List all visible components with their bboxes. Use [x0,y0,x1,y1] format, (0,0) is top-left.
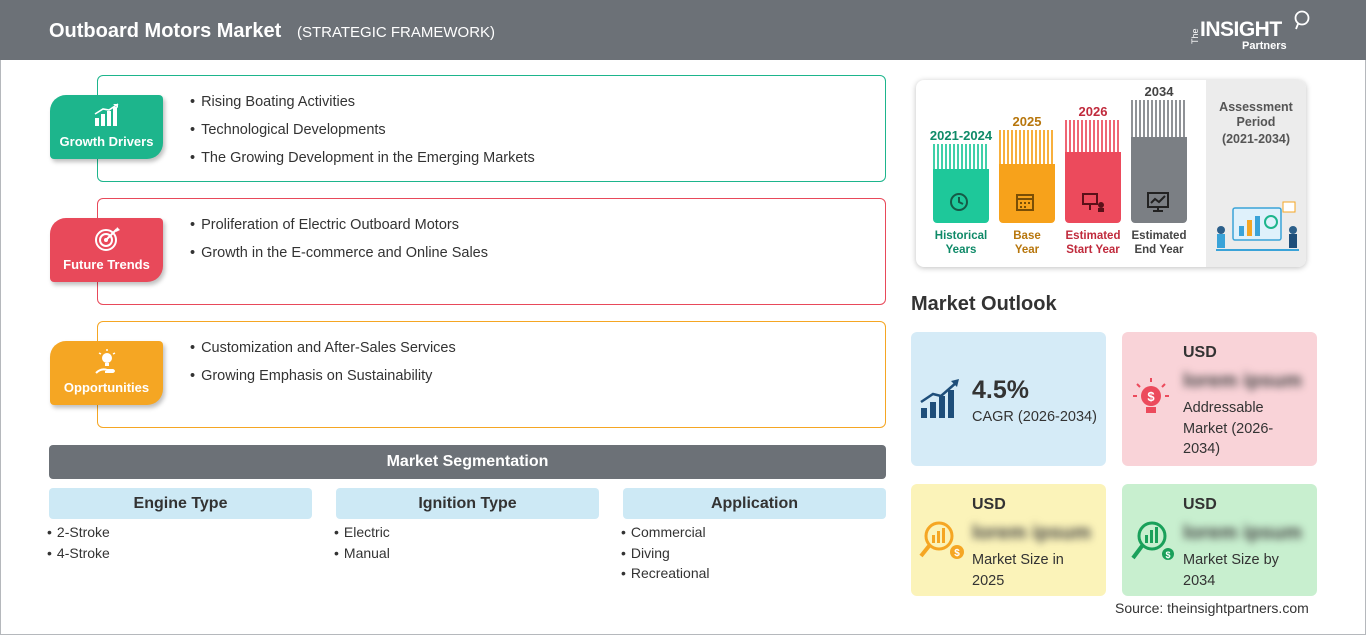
addressable-currency: USD [1183,344,1217,361]
magnifier-dollar-icon: $ [1131,521,1174,560]
timeline-bar [933,169,989,223]
segment-list-ignition-type: Electric Manual [334,524,390,565]
opportunities-card: Customization and After-Sales Services G… [97,321,886,428]
future-trends-label: Future Trends [63,257,150,272]
list-item: Diving [621,545,710,566]
history-icon [948,191,970,218]
segment-heading-application: Application [623,488,886,519]
timeline-bar-stripes [933,144,989,169]
cagr-label: CAGR (2026-2034) [972,409,1097,425]
growth-drivers-label: Growth Drivers [59,134,154,149]
list-item: Proliferation of Electric Outboard Motor… [190,217,488,245]
segment-heading-engine-type: Engine Type [49,488,312,519]
list-item: 2-Stroke [47,524,110,545]
target-icon [95,227,120,251]
svg-text:$: $ [1165,550,1170,560]
timeline-bar [999,164,1055,223]
size-2034-currency: USD [1183,496,1217,513]
timeline-year: 2034 [1144,84,1174,99]
calendar-icon [1014,191,1036,218]
page-title: Outboard Motors Market [49,20,282,42]
list-item: Technological Developments [190,122,535,150]
list-item: Manual [334,545,390,566]
cagr-value: 4.5% [972,376,1029,404]
lightbulb-hand-icon [95,349,116,374]
list-item: The Growing Development in the Emerging … [190,150,535,178]
size-2025-value: lorem ipsum [972,522,1091,544]
growth-drivers-list: Rising Boating Activities Technological … [190,94,535,178]
opportunities-tab: Opportunities [50,341,163,405]
monitor-chart-icon [1146,191,1170,218]
opportunities-label: Opportunities [63,380,150,395]
size-2034-value: lorem ipsum [1183,522,1302,544]
insight-partners-logo[interactable]: The INSIGHT Partners [1190,10,1320,54]
timeline-bar-stripes [1131,100,1187,137]
cagr-card: 4.5% CAGR (2026-2034) [911,332,1106,466]
logo-suffix: Partners [1242,40,1287,52]
list-item: Electric [334,524,390,545]
list-item: Commercial [621,524,710,545]
logo-name: INSIGHT [1200,18,1282,41]
svg-text:$: $ [1147,389,1155,404]
timeline-year: 2021-2024 [929,128,993,143]
analytics-people-icon [1216,201,1299,251]
list-item: Growing Emphasis on Sustainability [190,368,456,396]
timeline-year: 2025 [1012,114,1042,129]
future-trends-card: Proliferation of Electric Outboard Motor… [97,198,886,305]
segment-list-application: Commercial Diving Recreational [621,524,710,586]
dollar-bulb-icon: $ [1133,378,1169,413]
timeline-bar-stripes [1065,120,1121,152]
bar-growth-icon [94,103,119,126]
logo-prefix: The [1190,28,1200,44]
segment-list-engine-type: 2-Stroke 4-Stroke [47,524,110,565]
timeline-bar-stripes [999,130,1055,164]
logo-bulb-icon [1294,10,1310,30]
segment-heading-ignition-type: Ignition Type [336,488,599,519]
opportunities-list: Customization and After-Sales Services G… [190,340,456,396]
growth-drivers-card: Rising Boating Activities Technological … [97,75,886,182]
source-note: Source: theinsightpartners.com [1115,600,1309,616]
future-trends-tab: Future Trends [50,218,163,282]
page-subtitle: (STRATEGIC FRAMEWORK) [297,24,496,41]
future-trends-list: Proliferation of Electric Outboard Motor… [190,217,488,273]
list-item: Recreational [621,565,710,586]
list-item: Customization and After-Sales Services [190,340,456,368]
header-bar: Outboard Motors Market (STRATEGIC FRAMEW… [0,0,1366,60]
presentation-icon [1080,191,1106,218]
addressable-value: lorem ipsum [1183,370,1302,392]
market-outlook-title: Market Outlook [911,293,1057,315]
growth-drivers-tab: Growth Drivers [50,95,163,159]
timeline-bar [1065,152,1121,223]
growth-chart-icon [920,379,959,418]
list-item: Rising Boating Activities [190,94,535,122]
svg-text:$: $ [954,548,960,559]
list-item: 4-Stroke [47,545,110,566]
assessment-range: (2021-2034) [1221,132,1291,146]
size-2025-currency: USD [972,496,1006,513]
list-item: Growth in the E-commerce and Online Sale… [190,245,488,273]
magnifier-chart-icon: $ [919,521,964,559]
segmentation-title: Market Segmentation [49,445,886,479]
timeline-year: 2026 [1078,104,1108,119]
